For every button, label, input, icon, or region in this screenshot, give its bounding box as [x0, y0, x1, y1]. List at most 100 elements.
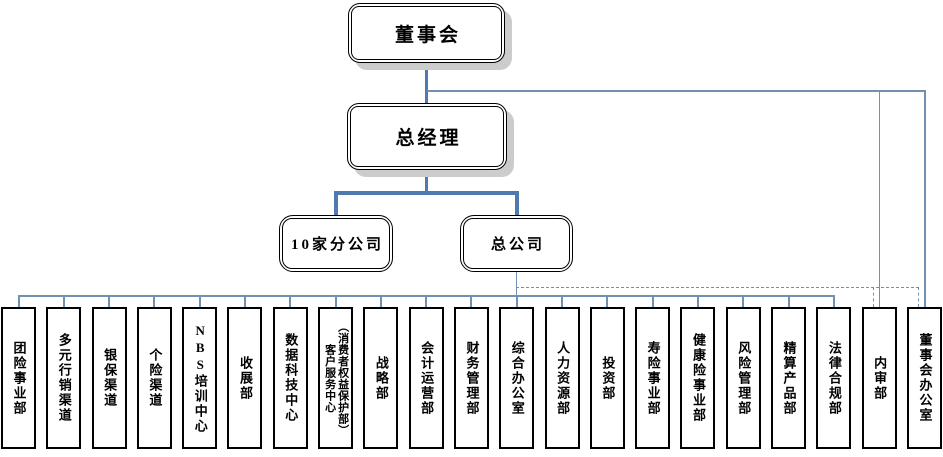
department-item: 数据科技中心 — [272, 295, 308, 449]
department-box: 银保渠道 — [91, 307, 127, 449]
connector-board-to-audit-dept — [878, 90, 880, 307]
node-headquarters: 总公司 — [460, 215, 573, 272]
department-label: 法律合规部 — [826, 340, 842, 416]
department-box: 收展部 — [227, 307, 263, 449]
department-box: 客户服务中心 （消费者权益保护部） — [318, 307, 354, 449]
connector-tick — [470, 295, 473, 307]
department-label: 数据科技中心 — [283, 333, 299, 423]
connector-board-to-gm — [424, 63, 428, 103]
department-item: 客户服务中心 （消费者权益保护部） — [318, 295, 354, 449]
node-gm-label: 总经理 — [395, 128, 462, 149]
connector-dashed-hq-to-right — [516, 287, 919, 288]
department-item: 个险渠道 — [136, 295, 172, 449]
department-label: 会计运营部 — [419, 340, 435, 416]
connector-tick — [243, 295, 246, 307]
department-box: 人力资源部 — [544, 307, 580, 449]
connector-tick — [696, 295, 699, 307]
connector-tick — [17, 295, 20, 307]
department-box: 综合办公室 — [499, 307, 535, 449]
department-label: 健康险事业部 — [690, 333, 706, 423]
node-hq-label: 总公司 — [490, 237, 545, 253]
connector-to-branches — [334, 191, 338, 215]
department-item: 收展部 — [227, 295, 263, 449]
department-item: 风险管理部 — [725, 295, 761, 449]
connector-tick — [787, 295, 790, 307]
department-item: 精算产品部 — [771, 295, 807, 449]
department-item: 人力资源部 — [544, 295, 580, 449]
node-board-of-directors: 董事会 — [348, 3, 505, 63]
connector-board-to-right-branch — [427, 90, 925, 92]
department-label: 财务管理部 — [464, 340, 480, 416]
department-box: 投资部 — [589, 307, 625, 449]
connector-dashed-to-board-office — [918, 287, 919, 307]
connector-tick — [515, 295, 518, 307]
department-label: NBS培训中心 — [192, 322, 208, 434]
department-box: 风险管理部 — [725, 307, 761, 449]
node-branch-companies: 10家分公司 — [279, 215, 393, 272]
department-item: 内审部 — [861, 307, 897, 449]
department-item: 董事会办公室 — [906, 307, 942, 449]
department-label: 精算产品部 — [781, 340, 797, 416]
department-item: NBS培训中心 — [182, 295, 218, 449]
node-branches-label: 10家分公司 — [290, 237, 384, 253]
department-item: 银保渠道 — [91, 295, 127, 449]
department-label: 客户服务中心 （消费者权益保护部） — [323, 320, 349, 436]
department-box: 个险渠道 — [136, 307, 172, 449]
connector-tick — [742, 295, 745, 307]
department-label: 战略部 — [373, 355, 389, 401]
department-label: 投资部 — [600, 355, 616, 401]
connector-tick — [289, 295, 292, 307]
connector-tick — [832, 295, 835, 307]
connector-gm-elbow — [334, 191, 519, 195]
department-box: 寿险事业部 — [635, 307, 671, 449]
department-box: 战略部 — [363, 307, 399, 449]
department-item: 财务管理部 — [453, 295, 489, 449]
department-box: 会计运营部 — [408, 307, 444, 449]
department-box: 董事会办公室 — [906, 307, 942, 449]
department-label: 银保渠道 — [102, 348, 118, 408]
department-label: 寿险事业部 — [645, 340, 661, 416]
connector-tick — [198, 295, 201, 307]
department-box: 内审部 — [861, 307, 897, 449]
connector-gm-down — [424, 170, 428, 193]
department-box: 多元行销渠道 — [46, 307, 82, 449]
department-label: 收展部 — [237, 355, 253, 401]
department-item: 寿险事业部 — [635, 295, 671, 449]
department-label: 个险渠道 — [147, 348, 163, 408]
connector-tick — [334, 295, 337, 307]
connector-tick — [108, 295, 111, 307]
connector-tick — [153, 295, 156, 307]
connector-tick — [606, 295, 609, 307]
department-box: 法律合规部 — [816, 307, 852, 449]
department-box: 财务管理部 — [453, 307, 489, 449]
connector-tick — [379, 295, 382, 307]
connector-tick — [561, 295, 564, 307]
department-item: 会计运营部 — [408, 295, 444, 449]
connector-to-headquarters — [514, 191, 519, 215]
department-item: 战略部 — [363, 295, 399, 449]
department-item: 团险事业部 — [1, 295, 36, 449]
department-label: 团险事业部 — [11, 340, 27, 416]
department-label: 董事会办公室 — [917, 333, 933, 423]
connector-board-to-board-office — [924, 90, 926, 307]
department-label: 风险管理部 — [736, 340, 752, 416]
department-item: 多元行销渠道 — [46, 295, 82, 449]
department-label: 综合办公室 — [509, 340, 525, 416]
connector-tick — [62, 295, 65, 307]
department-box: NBS培训中心 — [182, 307, 218, 449]
connector-tick — [425, 295, 428, 307]
department-box: 团险事业部 — [1, 307, 36, 449]
department-box: 精算产品部 — [771, 307, 807, 449]
department-label: 多元行销渠道 — [56, 333, 72, 423]
department-item: 法律合规部 — [816, 295, 852, 449]
department-label: 内审部 — [872, 355, 888, 401]
connector-dashed-to-audit-dept — [872, 287, 874, 307]
node-general-manager: 总经理 — [347, 103, 507, 170]
department-box: 健康险事业部 — [680, 307, 716, 449]
department-label: 人力资源部 — [555, 340, 571, 416]
node-board-label: 董事会 — [394, 24, 461, 46]
connector-hq-to-bus — [515, 272, 518, 296]
department-item: 健康险事业部 — [680, 295, 716, 449]
connector-tick — [651, 295, 654, 307]
